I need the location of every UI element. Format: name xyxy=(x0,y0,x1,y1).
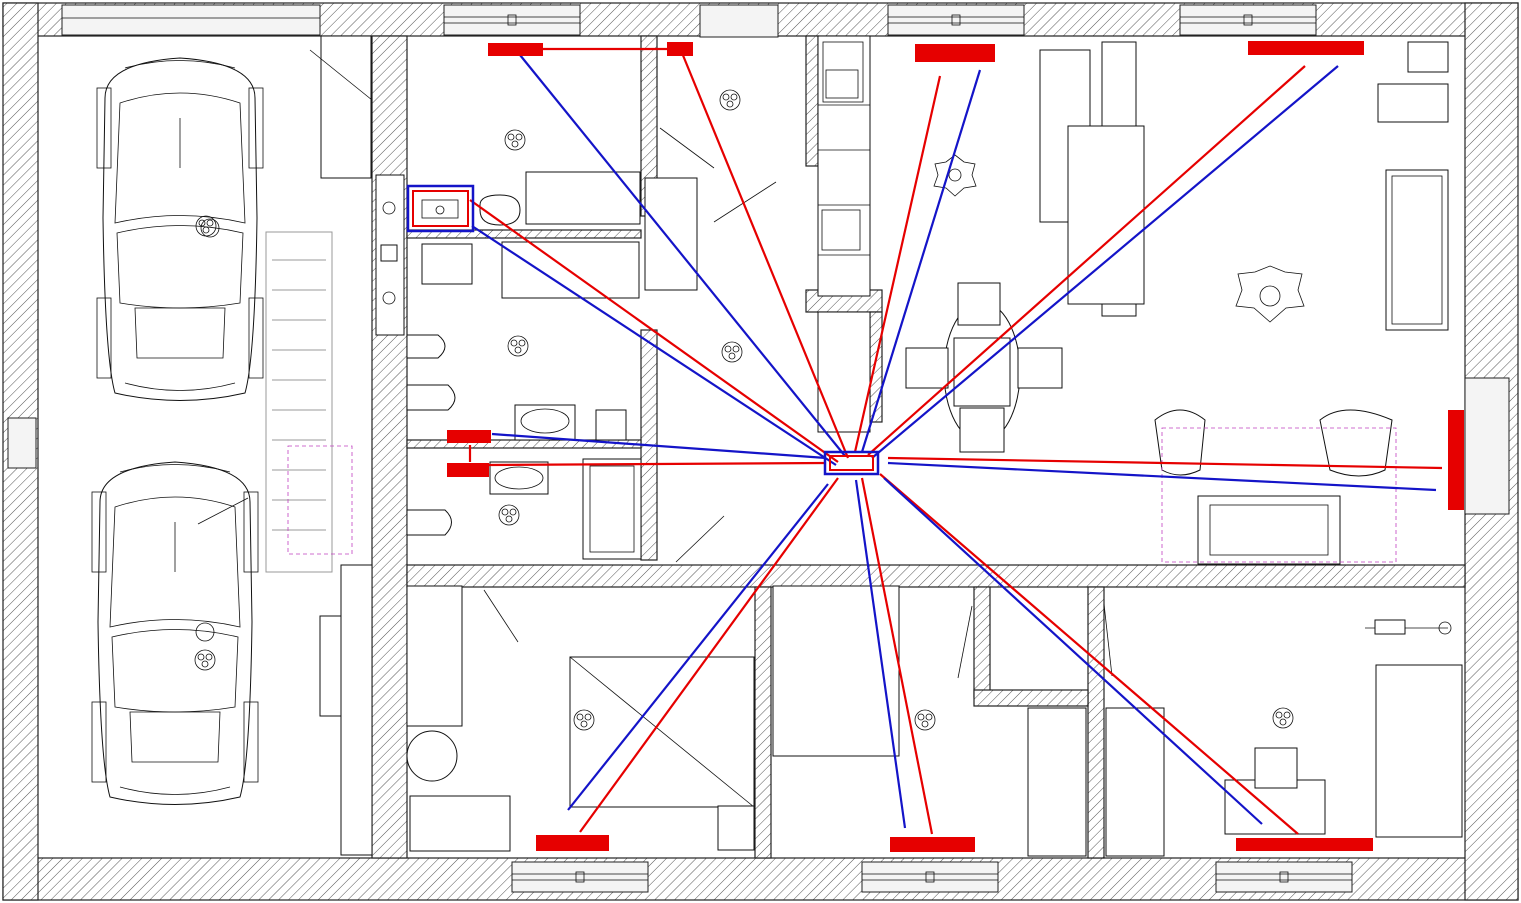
ceiling-light-icon xyxy=(504,129,526,151)
supply-grille-icon xyxy=(1248,41,1364,55)
ventilation-unit-icon xyxy=(406,184,475,233)
return-duct-line xyxy=(491,432,827,460)
windows xyxy=(7,4,1510,893)
ventilation-unit-inner xyxy=(412,190,469,227)
ceiling-light-icon xyxy=(721,341,743,363)
return-duct-line xyxy=(519,54,846,457)
return-duct-line xyxy=(854,479,907,829)
return-duct-line xyxy=(567,483,829,811)
supply-duct-line xyxy=(853,75,942,453)
doors xyxy=(197,127,1113,679)
supply-duct-connector xyxy=(468,47,667,462)
bedrooms xyxy=(406,585,1463,857)
car-icon xyxy=(91,461,259,805)
supply-grille-icon xyxy=(447,430,491,443)
supply-duct-line xyxy=(487,461,827,467)
bathrooms xyxy=(406,171,698,560)
garage xyxy=(91,35,405,856)
supply-grille-icon xyxy=(1236,838,1373,851)
supply-grille-icon xyxy=(667,42,693,56)
ceiling-light-icon xyxy=(914,709,936,731)
supply-duct-line xyxy=(887,456,1443,470)
supply-duct-line xyxy=(579,477,839,833)
ceiling-light-icon xyxy=(719,89,741,111)
supply-grille-icon xyxy=(536,835,609,851)
supply-duct-line xyxy=(469,199,839,463)
supply-grille-icon xyxy=(1448,410,1464,510)
supply-duct-line xyxy=(860,477,934,835)
car-icon xyxy=(96,57,264,401)
supply-grille-icon xyxy=(915,44,995,62)
supply-duct-line xyxy=(678,47,850,459)
kitchen xyxy=(817,35,871,433)
ceiling-light-icon xyxy=(507,335,529,357)
supply-grille-icon xyxy=(890,837,975,852)
air-handling-unit-icon xyxy=(823,450,880,476)
return-duct-line xyxy=(871,65,1339,459)
return-duct-line xyxy=(887,461,1437,492)
supply-grille-icon xyxy=(447,463,489,477)
duct-runs xyxy=(468,47,1443,835)
return-duct-line xyxy=(883,477,1263,825)
return-duct-line xyxy=(471,225,837,466)
supply-grilles xyxy=(447,41,1464,852)
supply-grille-icon xyxy=(488,43,543,56)
return-duct-line xyxy=(860,69,982,453)
supply-duct-line xyxy=(879,473,1299,835)
ceiling-light-icon xyxy=(1272,707,1294,729)
supply-duct-line xyxy=(867,65,1306,456)
ceiling-light-icon xyxy=(498,504,520,526)
living-dining xyxy=(905,41,1449,565)
air-handling-unit-inner xyxy=(829,455,874,471)
